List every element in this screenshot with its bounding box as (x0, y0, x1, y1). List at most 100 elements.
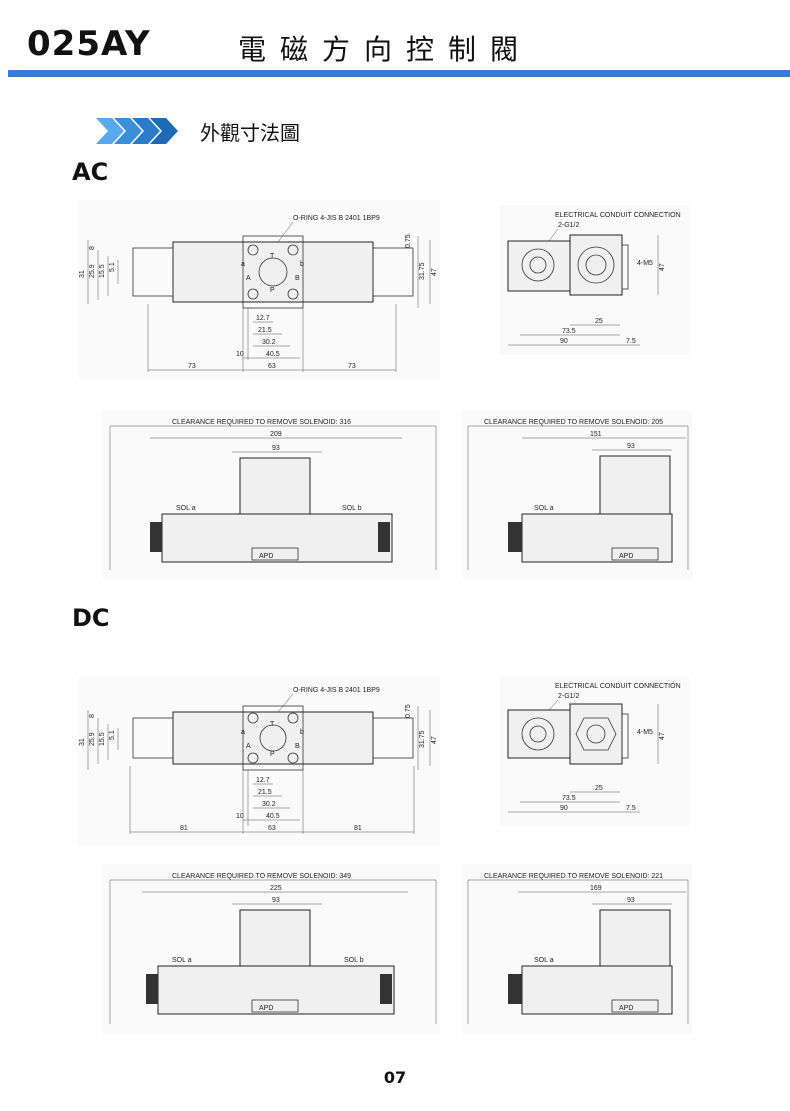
ac-bottom-dim-1: 12.7 (256, 315, 270, 322)
ac-clear-left: CLEARANCE REQUIRED TO REMOVE SOLENOID: 3… (172, 419, 351, 426)
dc-side-dim-4: 7.5 (626, 805, 636, 812)
ac-left-dim-3: 15.5 (99, 264, 106, 278)
ac-left-dim-4: 5.1 (109, 262, 116, 272)
ac-elec-size: 2-G1/2 (558, 222, 580, 229)
ac-lower-right-dim-2: 93 (627, 443, 635, 450)
dc-bottom-dim-4: 40.5 (266, 813, 280, 820)
dc-right-dim-3: 47 (431, 736, 438, 744)
ac-bottom-dim-3: 30.2 (262, 339, 276, 346)
ac-front-view: O-RING 4-JIS B 2401 1BP9 a b A B T P 31 … (78, 200, 440, 380)
dc-left-dim-3: 15.5 (99, 732, 106, 746)
header-rule (8, 70, 790, 77)
ac-left-dim-5: 8 (89, 246, 96, 250)
ac-side-dim-3: 90 (560, 338, 568, 345)
ac-clearance-right: CLEARANCE REQUIRED TO REMOVE SOLENOID: 2… (462, 410, 692, 580)
dc-elec-note: ELECTRICAL CONDUIT CONNECTION (555, 683, 681, 690)
dc-side-dim-1: 25 (595, 785, 603, 792)
ac-label: AC (72, 158, 109, 186)
ac-left-dim-1: 31 (79, 270, 86, 278)
ac-right-dim-1: 0.75 (405, 234, 412, 248)
dc-clear-right: CLEARANCE REQUIRED TO REMOVE SOLENOID: 2… (484, 873, 663, 880)
ac-clear-right: CLEARANCE REQUIRED TO REMOVE SOLENOID: 2… (484, 419, 663, 426)
model-number: 025AY (27, 24, 151, 64)
dc-port-B: B (295, 743, 300, 750)
dc-port-A: A (246, 743, 251, 750)
ac-elec-note: ELECTRICAL CONDUIT CONNECTION (555, 212, 681, 219)
dc-port-P: P (270, 751, 275, 758)
ac-m5-note: 4-M5 (637, 260, 653, 267)
ac-side-view: ELECTRICAL CONDUIT CONNECTION 2-G1/2 4-M… (500, 205, 690, 355)
ac-port-T: T (270, 253, 275, 260)
ac-clearance-left: CLEARANCE REQUIRED TO REMOVE SOLENOID: 3… (102, 410, 440, 580)
ac-span-dim-2: 63 (268, 363, 276, 370)
dc-bottom-dim-1: 12.7 (256, 777, 270, 784)
ac-port-P: P (270, 287, 275, 294)
dc-clearance-left: CLEARANCE REQUIRED TO REMOVE SOLENOID: 3… (102, 864, 440, 1034)
section-title: 外觀寸法圖 (200, 121, 300, 145)
dc-sol-b-left: SOL b (344, 957, 364, 964)
dc-right-dim-2: 31.75 (419, 730, 426, 748)
dc-sol-a-left: SOL a (172, 957, 192, 964)
dc-left-dim-2: 25.9 (89, 732, 96, 746)
ac-lower-left-dim-2: 93 (272, 445, 280, 452)
ac-right-dim-3: 47 (431, 268, 438, 276)
dc-span-dim-3: 81 (354, 825, 362, 832)
dc-apd-right: APD (619, 1005, 633, 1012)
dc-bottom-dim-3: 30.2 (262, 801, 276, 808)
dc-lower-right-dim-1: 169 (590, 885, 602, 892)
ac-bottom-dim-4: 40.5 (266, 351, 280, 358)
dc-span-dim-2: 63 (268, 825, 276, 832)
dc-oring-note: O-RING 4-JIS B 2401 1BP9 (293, 687, 380, 694)
dc-left-dim-4: 5.1 (109, 730, 116, 740)
ac-side-dim-1: 25 (595, 318, 603, 325)
dc-port-T: T (270, 721, 275, 728)
dc-front-view: O-RING 4-JIS B 2401 1BP9 a b A B T P 31 … (78, 676, 440, 846)
dc-left-dim-1: 31 (79, 738, 86, 746)
dc-span-dim-1: 81 (180, 825, 188, 832)
dc-m5-note: 4-M5 (637, 729, 653, 736)
page-header: 025AY 電磁方向控制閥 (0, 0, 790, 80)
chevron-arrows-icon (96, 118, 178, 144)
dc-port-a: a (241, 729, 245, 736)
dc-sol-a-right: SOL a (534, 957, 554, 964)
ac-lower-right-dim-1: 151 (590, 431, 602, 438)
ac-span-dim-1: 73 (188, 363, 196, 370)
ac-sol-b-left: SOL b (342, 505, 362, 512)
dc-side-dim-3: 90 (560, 805, 568, 812)
ac-bottom-dim-5: 10 (236, 351, 244, 358)
dc-right-dim-1: 0.75 (405, 704, 412, 718)
page-title: 電磁方向控制閥 (238, 33, 533, 66)
ac-side-dim-5: 47 (659, 263, 666, 271)
ac-bottom-dim-2: 21.5 (258, 327, 272, 334)
dc-bottom-dim-5: 10 (236, 813, 244, 820)
ac-port-A: A (246, 275, 251, 282)
ac-lower-left-dim-1: 209 (270, 431, 282, 438)
ac-sol-a-right: SOL a (534, 505, 554, 512)
dc-clearance-right: CLEARANCE REQUIRED TO REMOVE SOLENOID: 2… (462, 864, 692, 1034)
dc-clear-left: CLEARANCE REQUIRED TO REMOVE SOLENOID: 3… (172, 873, 351, 880)
dc-left-dim-5: 8 (89, 714, 96, 718)
dc-apd-left: APD (259, 1005, 273, 1012)
ac-apd-left: APD (259, 553, 273, 560)
ac-apd-right: APD (619, 553, 633, 560)
dc-side-dim-5: 47 (659, 732, 666, 740)
ac-port-b: b (300, 261, 304, 268)
dc-bottom-dim-2: 21.5 (258, 789, 272, 796)
ac-right-dim-2: 31.75 (419, 262, 426, 280)
ac-port-B: B (295, 275, 300, 282)
dc-side-view: ELECTRICAL CONDUIT CONNECTION 2-G1/2 4-M… (500, 676, 690, 826)
ac-span-dim-3: 73 (348, 363, 356, 370)
ac-side-dim-4: 7.5 (626, 338, 636, 345)
ac-port-a: a (241, 261, 245, 268)
ac-sol-a-left: SOL a (176, 505, 196, 512)
dc-port-b: b (300, 729, 304, 736)
ac-left-dim-2: 25.9 (89, 264, 96, 278)
ac-oring-note: O-RING 4-JIS B 2401 1BP9 (293, 215, 380, 222)
dc-elec-size: 2-G1/2 (558, 693, 580, 700)
dc-label: DC (72, 604, 110, 632)
dc-side-dim-2: 73.5 (562, 795, 576, 802)
dc-lower-left-dim-2: 93 (272, 897, 280, 904)
dc-lower-left-dim-1: 225 (270, 885, 282, 892)
dc-lower-right-dim-2: 93 (627, 897, 635, 904)
ac-side-dim-2: 73.5 (562, 328, 576, 335)
